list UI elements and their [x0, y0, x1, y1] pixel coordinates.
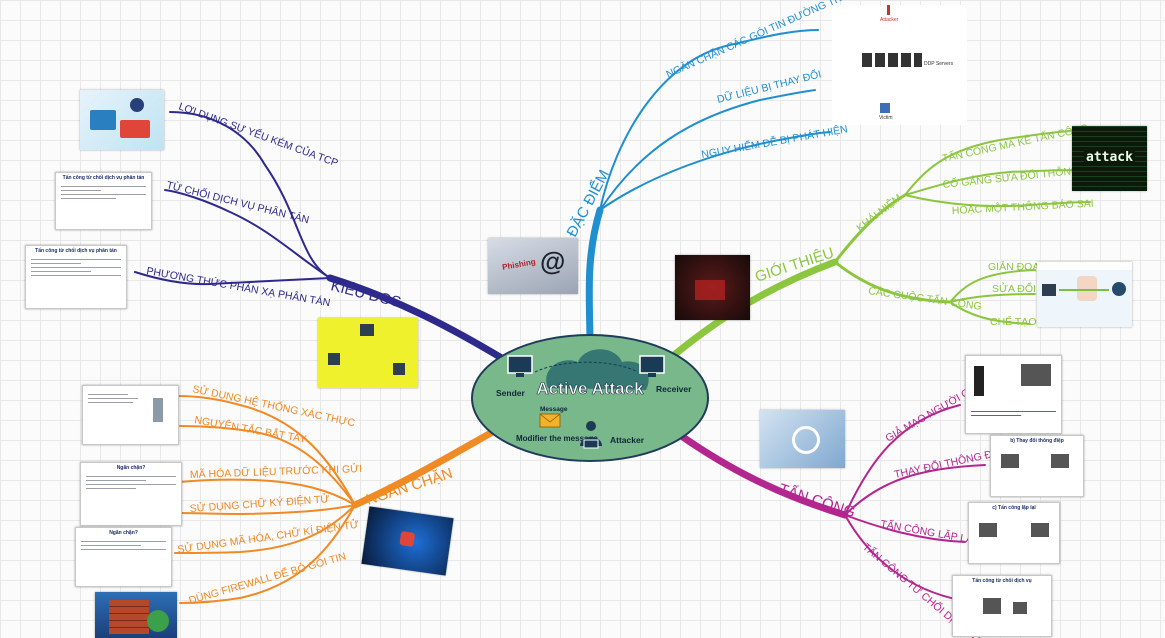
dos-item-1: LỢI DỤNG SỰ YẾU KÉM CỦA TCP [177, 100, 340, 170]
receiver-label: Receiver [656, 384, 692, 394]
khai-niem-label: KHÁI NIỆM [854, 191, 904, 234]
branch-label-tan-cong: TẤN CÔNG [777, 481, 858, 522]
sender-label: Sender [496, 388, 526, 398]
thay-doi-slide-title: b) Thay đổi thông điệp [1010, 438, 1064, 444]
network-diagram-image [318, 318, 418, 388]
khai-niem-item-1: TẤN CÔNG MÀ KẺ TẤN CÔNG [941, 121, 1090, 165]
firewall-image [95, 592, 177, 638]
message-label: Message [540, 406, 568, 413]
hacker-laptop-image [675, 255, 750, 320]
dos-tcp-illustration [80, 90, 164, 150]
attack-types-diagram [1037, 262, 1132, 327]
envelope-icon [539, 413, 561, 428]
ngan-chan-slide-1-title: Ngăn chặn? [116, 465, 146, 471]
khai-niem-item-3: HOẶC MỘT THÔNG BÁO SAI [951, 197, 1093, 217]
receiver-monitor-icon [639, 355, 665, 377]
branch-tan-cong [676, 404, 986, 601]
central-node: Active Attack Sender Receiver Message Mo… [471, 334, 709, 462]
modifier-label: Modifier the message [516, 434, 598, 443]
dac-diem-item-3: NGUY HIỂM DỄ BỊ PHÁT HIỆN [700, 122, 848, 161]
thay-doi-slide: b) Thay đổi thông điệp [990, 435, 1084, 497]
sender-monitor-icon [507, 355, 533, 377]
ngan-chan-item-5: SỬ DỤNG MÃ HÓA, CHỮ KÍ ĐIỆN TỬ [177, 518, 360, 556]
branch-dac-diem [585, 29, 831, 349]
ngan-chan-item-2: NGUYÊN TẮC BẮT TAY [193, 413, 307, 445]
ngan-chan-item-6: DÙNG FIREWALL ĐỂ BỎ GÓI TIN [187, 549, 347, 606]
tu-choi-slide: Tấn công từ chối dịch vụ [952, 575, 1052, 637]
central-title: Active Attack [536, 379, 644, 398]
branch-ngan-chan [174, 395, 509, 604]
ngan-chan-item-3: MÃ HÓA DỮ LIỆU TRƯỚC KHI GỬI [190, 462, 363, 481]
gioi-thieu-item-che-tao: CHẾ TẠO [990, 315, 1036, 328]
lap-lai-slide-title: c) Tấn công lặp lại [992, 505, 1036, 511]
ddos-victim-label: Victim [879, 115, 893, 121]
at-sign: @ [540, 246, 566, 276]
branch-label-ngan-chan: NGĂN CHẶN [364, 465, 455, 509]
dos-reflection-slide: Tấn công từ chối dịch vụ phân tán [25, 245, 127, 309]
auth-system-slide [82, 385, 179, 445]
phishing-text: Phishing [501, 257, 537, 272]
attacker-label: Attacker [610, 435, 645, 445]
dos-item-3: PHƯƠNG THỨC PHẢN XẠ PHÂN TÁN [145, 264, 331, 309]
attacker-icon [580, 421, 602, 449]
ddos-servers-label: DDP Servers [924, 61, 954, 67]
dos-slide-title-1: Tấn công từ chối dịch vụ phân tán [62, 175, 145, 181]
gia-mao-slide [965, 355, 1062, 434]
ngan-chan-slide-1: Ngăn chặn? [80, 462, 182, 526]
security-lock-image [760, 410, 845, 468]
phishing-image: Phishing @ [488, 238, 578, 294]
ngan-chan-slide-2: Ngăn chặn? [75, 527, 172, 587]
gioi-thieu-item-sua-doi: SỬA ĐỔI [992, 282, 1036, 295]
dos-distributed-slide: Tấn công từ chối dịch vụ phân tán [55, 172, 152, 230]
dos-item-2: TỪ CHỐI DỊCH VỤ PHÂN TÁN [165, 177, 310, 226]
tu-choi-slide-title: Tấn công từ chối dịch vụ [972, 578, 1032, 584]
dac-diem-item-2: DỮ LIỆU BỊ THAY ĐỔI [716, 67, 823, 105]
ddos-attacker-label: Attacker [880, 17, 899, 23]
attack-code-text: attack [1084, 150, 1135, 165]
ngan-chan-slide-2-title: Ngăn chặn? [109, 530, 138, 536]
lap-lai-slide: c) Tấn công lặp lại [968, 502, 1060, 564]
gioi-thieu-item-gian-doan: GIẢN ĐOẠN [988, 260, 1047, 273]
circuit-lock-image [361, 506, 454, 576]
ddos-diagram-image: Attacker DDP Servers Victim [832, 5, 967, 125]
dos-slide-title-2: Tấn công từ chối dịch vụ phân tán [35, 248, 117, 254]
tan-cong-item-3: TẤN CÔNG LẶP LẠI [879, 517, 976, 547]
attack-code-image: attack [1072, 126, 1147, 191]
branch-kieu-dos [134, 111, 509, 364]
branch-label-kieu-dos: KIỂU DOS [329, 276, 403, 311]
